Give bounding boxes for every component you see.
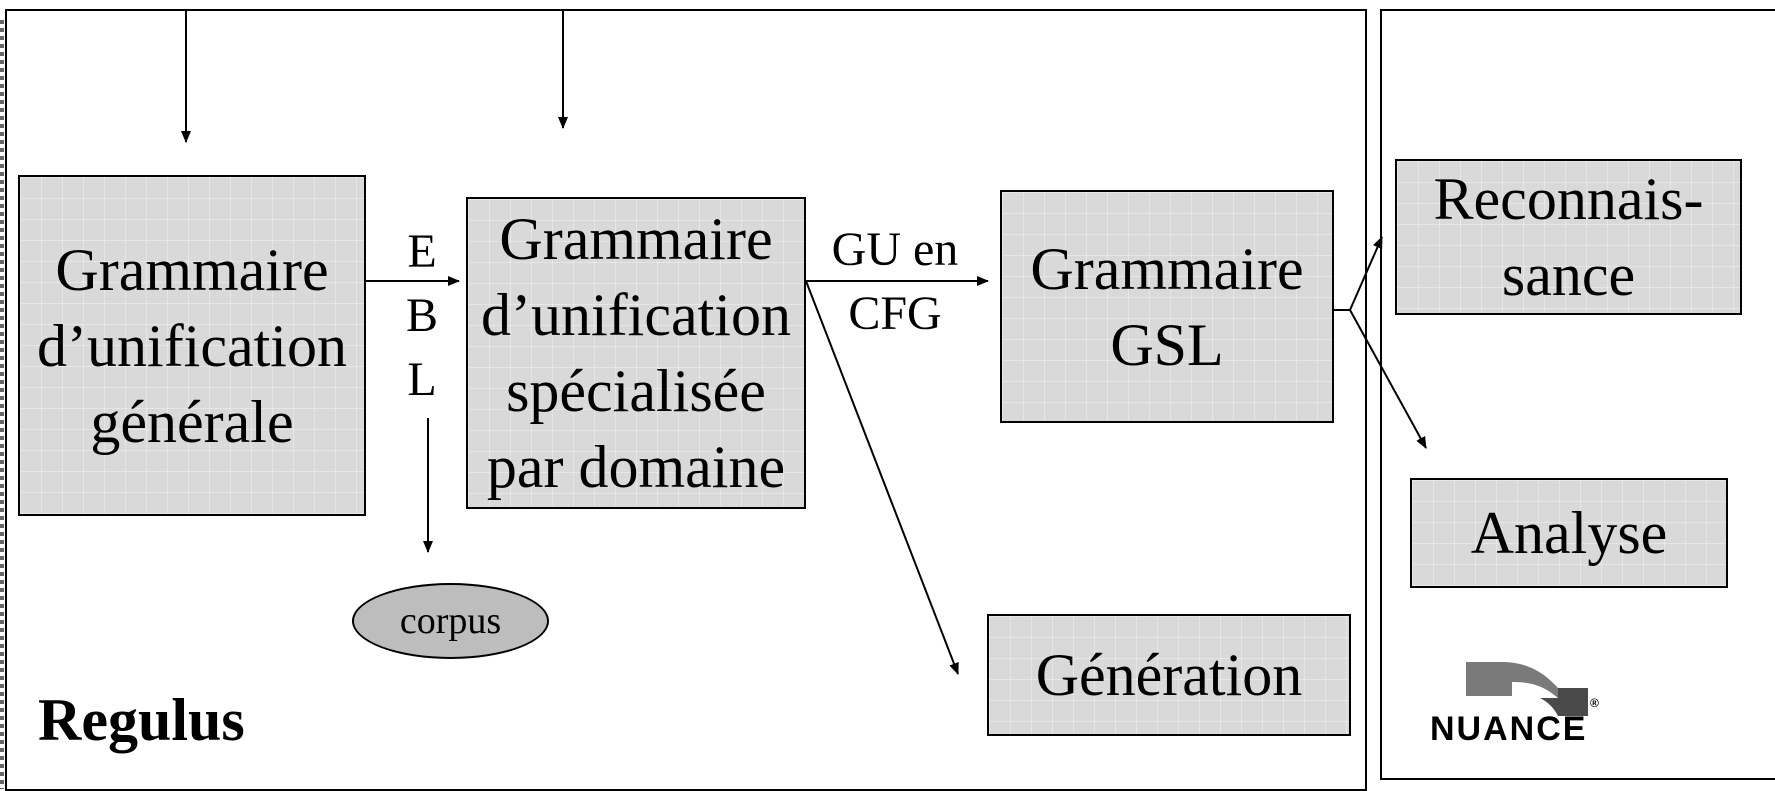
nuance-logo-registered: ® (1590, 696, 1599, 710)
specialized-grammar-label: Grammaire d’unification spécialisée par … (481, 206, 791, 500)
logo-left-swoosh (1466, 662, 1558, 698)
ebl-label: E B L (405, 225, 438, 406)
gsl-grammar-label: Grammaire GSL (1030, 235, 1304, 378)
arrow-specialized-to-generation (805, 280, 959, 675)
recognition-label: Reconnais- sance (1433, 166, 1704, 308)
left-edge-marks (0, 20, 4, 789)
corpus-label: corpus (399, 600, 502, 642)
recognition-box: Reconnais- sance (1395, 159, 1742, 315)
arrow-to-analysis (1349, 309, 1427, 449)
general-grammar-box: Grammaire d’unification générale (18, 175, 366, 516)
arrow-to-recognition (1349, 236, 1383, 311)
gsl-grammar-box: Grammaire GSL (1000, 190, 1334, 423)
diagram-title: Regulus (38, 687, 245, 753)
generation-box: Génération (987, 614, 1351, 736)
general-grammar-label: Grammaire d’unification générale (37, 236, 347, 455)
nuance-logo-text: NUANCE (1430, 710, 1588, 748)
analysis-label: Analyse (1470, 500, 1668, 566)
gu-cfg-label: GU en CFG (831, 223, 959, 340)
analysis-box: Analyse (1410, 478, 1728, 588)
nuance-frame (1380, 9, 1775, 780)
nuance-logo-icon (1466, 662, 1588, 716)
corpus-ellipse: corpus (352, 583, 549, 659)
generation-label: Génération (1035, 642, 1303, 708)
specialized-grammar-box: Grammaire d’unification spécialisée par … (466, 197, 806, 509)
logo-right-block (1540, 688, 1588, 716)
